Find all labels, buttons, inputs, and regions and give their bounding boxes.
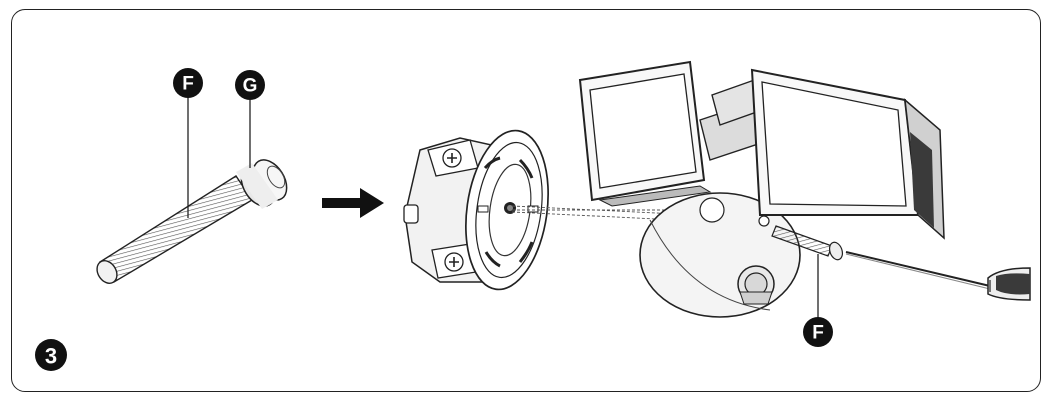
arrow-right-icon bbox=[322, 188, 384, 218]
step-number-badge: 3 bbox=[35, 339, 67, 371]
screw-with-washer bbox=[96, 96, 288, 284]
callout-f-label: F bbox=[182, 74, 194, 95]
lamp-head-left bbox=[578, 60, 712, 207]
washer bbox=[236, 159, 288, 209]
lamp-head-right bbox=[750, 68, 945, 240]
flood-light-fixture bbox=[578, 60, 945, 318]
callout-g-label: G bbox=[243, 76, 258, 97]
callout-f-installed: F bbox=[803, 317, 833, 347]
junction-box bbox=[403, 129, 549, 291]
callout-f-screw: F bbox=[173, 68, 203, 98]
callout-g-washer: G bbox=[235, 70, 265, 100]
step-number: 3 bbox=[45, 344, 57, 369]
installed-screw bbox=[771, 225, 844, 318]
motion-sensor bbox=[737, 265, 775, 305]
screwdriver-icon bbox=[845, 251, 1031, 301]
callout-f-installed-label: F bbox=[812, 323, 824, 344]
instruction-frame bbox=[11, 9, 1041, 392]
